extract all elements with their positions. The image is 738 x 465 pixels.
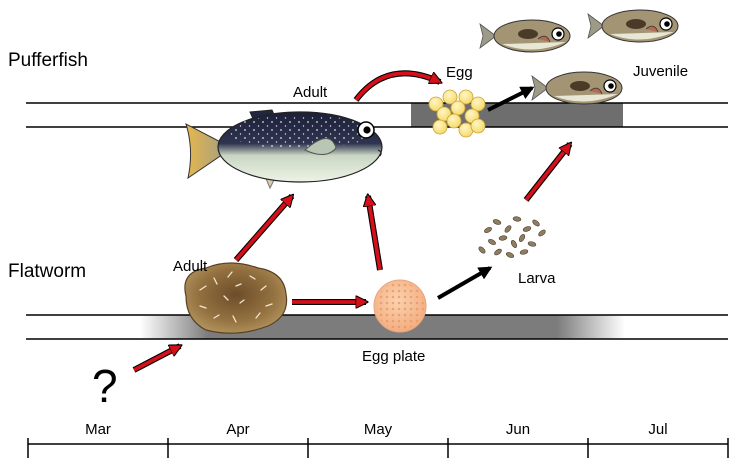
juvenile-belly	[502, 42, 566, 50]
pufferfish-egg-label: Egg	[446, 64, 473, 81]
juvenile-pupil	[664, 21, 670, 27]
larva	[527, 241, 537, 247]
juvenile-pupil	[608, 83, 614, 89]
larva	[519, 249, 529, 255]
fish-tail	[185, 123, 233, 180]
arrow-eggplate-to-fish	[368, 196, 382, 271]
juvenile-belly	[554, 94, 618, 102]
flatworm-adult-label: Adult	[173, 258, 208, 275]
fish-pupil	[363, 126, 371, 134]
larva	[538, 229, 546, 237]
pufferfish-eggs	[428, 89, 486, 138]
flatworm-row: Flatworm	[8, 261, 728, 340]
juvenile-pufferfish-1	[479, 19, 571, 53]
month-label: Apr	[226, 421, 249, 438]
fish-mouth	[377, 149, 382, 157]
flatworm-larva-label: Larva	[518, 270, 556, 287]
larva	[484, 226, 492, 234]
larva	[532, 219, 540, 227]
juvenile-pufferfish-3	[531, 71, 623, 105]
egg-plate	[373, 279, 427, 333]
larva	[522, 226, 532, 232]
larva	[504, 225, 512, 233]
month-label: May	[364, 421, 393, 438]
fish-spots	[228, 115, 372, 149]
juvenile-pupil	[556, 31, 562, 37]
larva	[492, 219, 502, 225]
unknown-origin-mark: ?	[92, 360, 118, 412]
larva	[518, 234, 526, 242]
arrows	[132, 70, 573, 373]
month-label: Jul	[648, 421, 667, 438]
month-label: Jun	[506, 421, 530, 438]
juvenile-tail	[587, 13, 605, 39]
juvenile-blotch	[518, 29, 538, 39]
arrow-fish-to-egg	[354, 71, 440, 102]
juvenile-blotch	[626, 19, 646, 29]
juvenile-pectoral-fin	[589, 87, 603, 95]
pufferfish-juvenile-label: Juvenile	[633, 63, 688, 80]
pufferfish-label: Pufferfish	[8, 50, 88, 71]
fish-pectoral-fin	[304, 138, 337, 155]
juvenile-tail	[479, 23, 497, 49]
adult-flatworm: Adult	[173, 258, 288, 334]
egg-plate-texture	[376, 282, 424, 330]
egg	[428, 96, 444, 112]
larva	[512, 216, 522, 222]
egg	[432, 119, 448, 135]
arrow-unknown-to-flatworm	[133, 346, 180, 372]
egg	[446, 113, 462, 129]
flatworm-body	[184, 262, 288, 334]
egg	[470, 118, 486, 134]
arrow-eggplate-to-larva	[437, 266, 493, 300]
juvenile-belly	[610, 32, 674, 40]
larva	[510, 240, 518, 248]
egg	[442, 89, 458, 105]
larva	[488, 238, 496, 246]
juvenile-pectoral-fin	[645, 25, 659, 33]
arrow-egg-to-juvenile	[487, 86, 535, 112]
egg	[470, 96, 486, 112]
adult-pufferfish: Adult	[185, 84, 383, 190]
pufferfish-adult-label: Adult	[293, 84, 328, 101]
flatworm-markings	[199, 271, 273, 323]
arrow-larva-to-juvenile	[524, 144, 570, 202]
larva	[494, 248, 502, 256]
larva	[505, 252, 515, 258]
juvenile-pufferfish-2	[587, 9, 679, 43]
flatworm-larvae	[478, 216, 546, 258]
flatworm-egg-plate-label: Egg plate	[362, 348, 425, 365]
flatworm-label: Flatworm	[8, 261, 86, 282]
month-label: Mar	[85, 421, 111, 438]
arrow-flatworm-to-fish	[234, 196, 292, 262]
month-timeline: Mar Apr May Jun Jul	[27, 421, 729, 458]
juvenile-blotch	[570, 81, 590, 91]
juvenile-pectoral-fin	[537, 35, 551, 43]
egg	[450, 100, 466, 116]
egg	[458, 89, 474, 105]
larva	[498, 235, 508, 241]
larva	[478, 246, 486, 254]
juvenile-tail	[531, 75, 549, 101]
